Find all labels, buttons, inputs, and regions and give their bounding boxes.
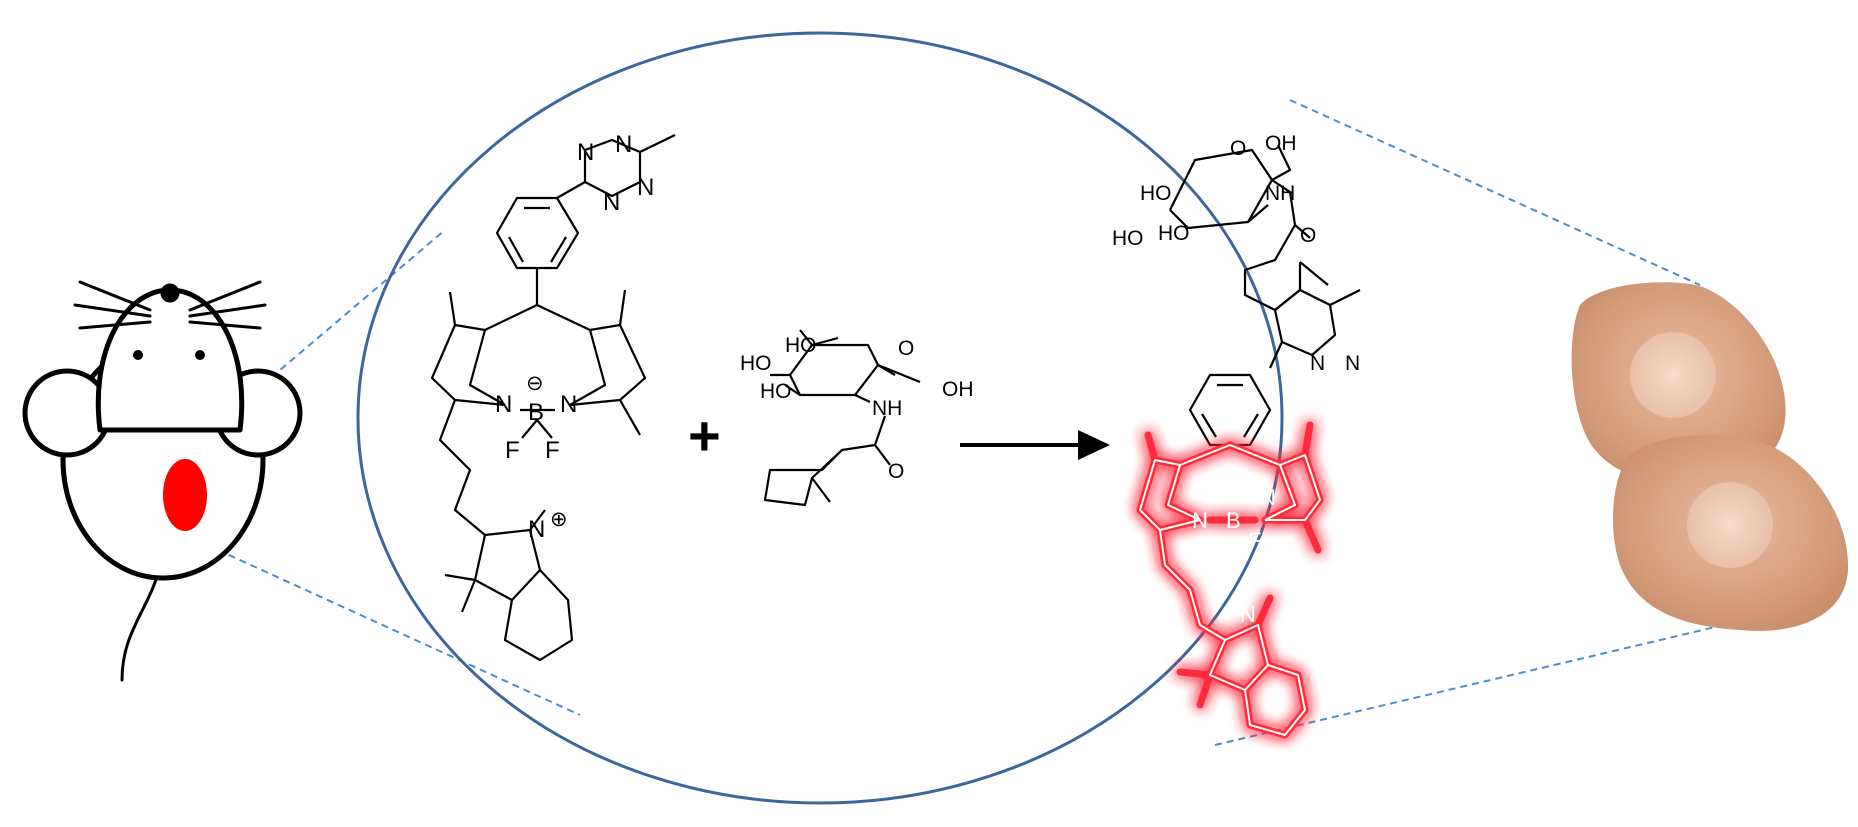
mouse-eye-left — [133, 350, 143, 360]
sugar-norbornene-labels: HO HO HO O OH NH O — [740, 334, 974, 483]
mouse-icon — [22, 280, 303, 682]
sugar-norbornene — [763, 329, 921, 507]
atom-label: N — [560, 391, 577, 418]
atom-label: F — [545, 437, 560, 464]
phenyl-ring — [495, 196, 580, 270]
atom-label: OH — [1265, 132, 1297, 155]
atom-label: N — [1240, 602, 1256, 627]
atom-label: NH — [872, 397, 902, 420]
zoom-line-cell-top — [1289, 99, 1701, 286]
zoom-lines — [179, 99, 1746, 746]
atom-label: HO — [785, 334, 817, 357]
zoom-ellipse — [356, 31, 1284, 805]
tumor-spot — [163, 459, 207, 531]
mouse-whiskers — [73, 280, 267, 330]
mouse-eye-right — [195, 350, 205, 360]
atom-label: N — [1310, 352, 1325, 375]
cell-icon — [1571, 282, 1849, 631]
atom-label: HO — [740, 352, 772, 375]
fluorescent-bodipy — [1136, 421, 1324, 739]
fluorescent-bodipy-core — [1139, 444, 1321, 736]
atom-label: NH — [1265, 182, 1295, 205]
atom-label: OH — [942, 378, 974, 401]
atom-label: HO — [1112, 227, 1144, 250]
product-labels: O OH HO NH HO HO O N N — [1112, 132, 1360, 375]
atom-label: F — [505, 437, 520, 464]
cell-nucleus-bottom — [1687, 482, 1773, 568]
atom-label: F — [1212, 542, 1225, 567]
zoom-line-mouse-top — [179, 229, 446, 456]
atom-label: HO — [1140, 182, 1172, 205]
atom-label: N — [615, 131, 632, 158]
atom-label: N — [603, 189, 620, 216]
atom-label: N — [577, 139, 594, 166]
atom-label: N — [1192, 508, 1208, 533]
atom-label: HO — [1158, 222, 1190, 245]
atom-label: O — [1300, 224, 1316, 247]
atom-label: O — [898, 337, 914, 360]
atom-label: B — [1226, 508, 1241, 533]
plus-sign: + — [688, 404, 721, 467]
tetrazine-bodipy-probe — [430, 134, 676, 662]
atom-label: N — [495, 391, 512, 418]
atom-label: N — [1260, 485, 1276, 510]
tetrazine-probe-labels: N N N N N N B ⊖ F F N ⊕ — [495, 131, 654, 543]
zoom-line-cell-bottom — [1214, 619, 1746, 746]
atom-charge: ⊕ — [550, 508, 568, 531]
product-pyridazine — [1188, 288, 1361, 447]
cell-nucleus-top — [1630, 332, 1716, 418]
atom-label: N — [637, 174, 654, 201]
atom-label: HO — [760, 380, 792, 403]
zoom-line-mouse-bottom — [184, 534, 581, 716]
mouse-nose — [160, 283, 180, 303]
atom-label: O — [888, 460, 904, 483]
atom-label: N — [1345, 352, 1360, 375]
reaction-arrow-icon — [960, 430, 1110, 460]
atom-label: B — [528, 399, 544, 426]
atom-charge: ⊖ — [526, 372, 544, 395]
atom-label: O — [1230, 137, 1246, 160]
fluorescent-bodipy-labels: N N B F F N — [1192, 485, 1276, 627]
atom-label: F — [1248, 528, 1261, 553]
atom-label: N — [528, 516, 545, 543]
